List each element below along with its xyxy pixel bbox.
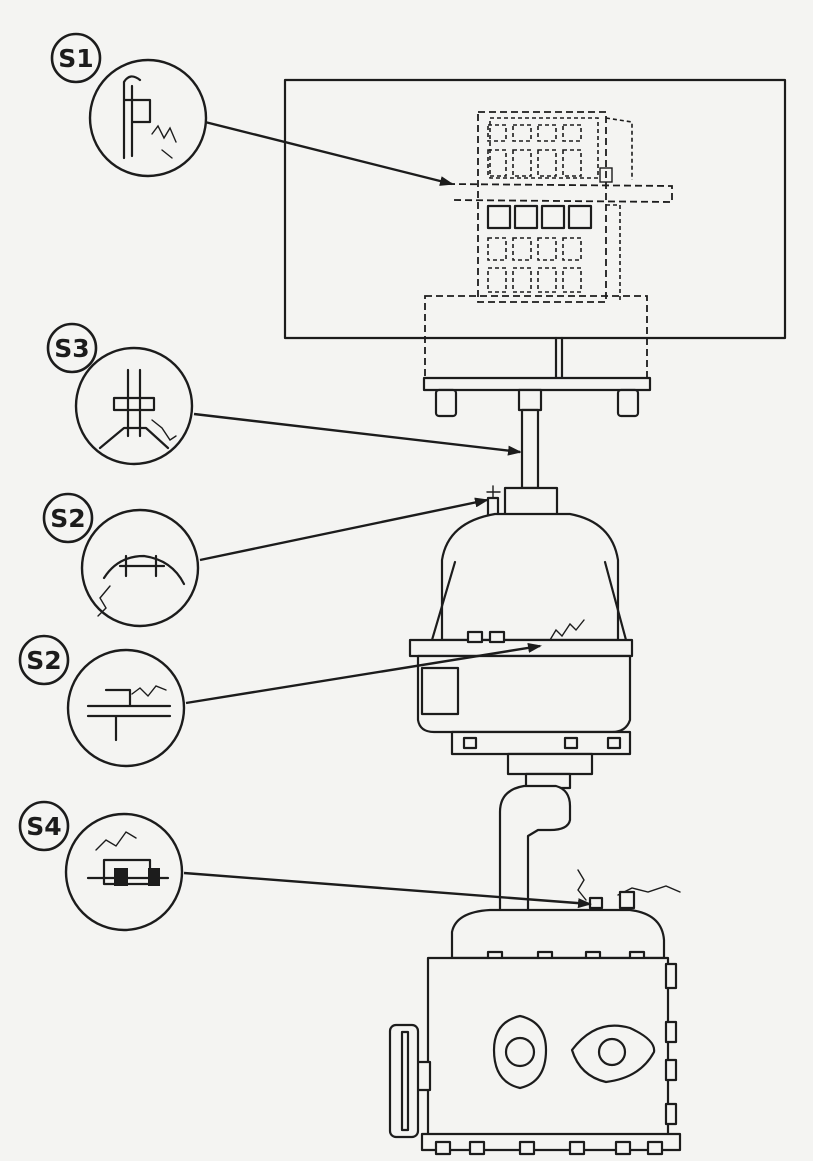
detail-circle-s1: [88, 58, 208, 178]
callout-label-s4: S4: [26, 812, 61, 841]
callout-s1: S1: [50, 32, 208, 178]
callout-s4: S4: [18, 800, 184, 932]
callout-s2-upper: S2: [42, 492, 200, 628]
detail-circle-s3: [74, 346, 194, 466]
dome-pump-unit: [408, 485, 634, 756]
label-circle-s3: [46, 322, 98, 374]
detail-circle-s2-lower: [66, 648, 186, 768]
callout-label-s1: S1: [58, 44, 93, 73]
leader-arrow-s2a: [199, 497, 489, 562]
pipe-elbow: [498, 752, 594, 917]
callout-label-s3: S3: [54, 334, 89, 363]
callout-s2-lower: S2: [18, 634, 186, 768]
motor-base: [388, 869, 682, 1156]
label-circle-s2-upper: [42, 492, 94, 544]
leader-arrow-s4: [183, 871, 592, 909]
top-panel: [283, 78, 787, 379]
callout-s3: S3: [46, 322, 194, 466]
label-circle-s2-lower: [18, 634, 70, 686]
leader-arrows: [183, 120, 592, 909]
support-stand: [422, 336, 652, 490]
callout-label-s2-upper: S2: [50, 504, 85, 533]
label-circle-s1: [50, 32, 102, 84]
detail-circle-s2-upper: [80, 508, 200, 628]
callout-label-s2-lower: S2: [26, 646, 61, 675]
leader-arrow-s3: [193, 412, 522, 456]
label-circle-s4: [18, 800, 70, 852]
leader-arrow-s1: [204, 120, 454, 186]
leader-arrow-s2b: [185, 642, 542, 705]
